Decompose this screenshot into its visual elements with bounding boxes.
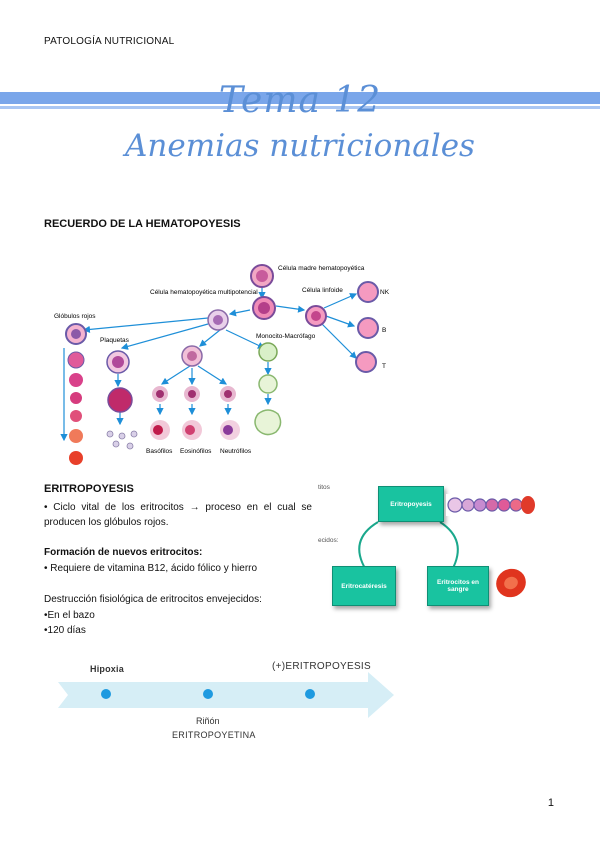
title-band <box>0 92 600 104</box>
label-stem-cell: Célula madre hematopoyética <box>278 265 365 272</box>
timeline-label-hipoxia: Hipoxia <box>90 664 124 674</box>
page-number: 1 <box>547 797 554 809</box>
running-header: PATOLOGÍA NUTRICIONAL <box>44 36 175 47</box>
eritropoyesis-heading: ERITROPOYESIS <box>44 483 134 495</box>
cell-strip-image <box>446 494 536 516</box>
page-subtitle: Anemias nutricionales <box>125 128 475 164</box>
label-eosinophils: Eosinófilos <box>180 448 212 455</box>
timeline-arrow <box>58 672 394 718</box>
eritropoyesis-definition: • Ciclo vital de los eritrocitos → proce… <box>44 502 312 528</box>
title-band-thin <box>0 106 600 109</box>
box-eritrocateresis-label: Eritrocatéresis <box>341 582 387 590</box>
box-eritropoyesis: Eritropoyesis <box>378 486 444 522</box>
timeline-label-eritropoyesis: (+)ERITROPOYESIS <box>272 661 371 672</box>
box-eritrocitos-sangre: Eritrocitos en sangre <box>427 566 489 606</box>
box-eritrocitos-sangre-label: Eritrocitos en sangre <box>437 579 479 593</box>
cycle-cut-label-mid: ecidos: <box>318 537 339 544</box>
timeline-dot-3 <box>305 689 315 699</box>
timeline-label-rinon: Riñón <box>196 716 220 726</box>
timeline-dot-2 <box>203 689 213 699</box>
formation-heading: Formación de nuevos eritrocitos: <box>44 547 203 558</box>
label-nk: NK <box>380 289 390 296</box>
formation-item: • Requiere de vitamina B12, ácido fólico… <box>44 563 258 574</box>
cycle-cut-label-top: titos <box>318 484 330 491</box>
destruction-item-1: •En el bazo <box>44 610 95 621</box>
label-b: B <box>382 327 386 334</box>
cycle-connector <box>358 521 459 571</box>
label-lymphoid: Célula linfoide <box>302 287 343 294</box>
hematopoyesis-diagram: Célula madre hematopoyética Célula hemat… <box>54 264 390 465</box>
timeline-label-eritropoyetina: ERITROPOYETINA <box>172 730 256 740</box>
destruction-item-2: •120 días <box>44 625 86 636</box>
red-blood-cell-image <box>496 568 526 598</box>
label-platelets: Plaquetas <box>100 337 130 344</box>
label-t: T <box>382 363 386 370</box>
destruction-heading: Destrucción fisiológica de eritrocitos e… <box>44 594 262 605</box>
page-title: Tema 12 <box>218 80 382 121</box>
timeline-dot-1 <box>101 689 111 699</box>
label-red-cells: Glóbulos rojos <box>54 313 96 320</box>
box-eritrocateresis: Eritrocatéresis <box>332 566 396 606</box>
hematopoyesis-heading: RECUERDO DE LA HEMATOPOYESIS <box>44 218 241 230</box>
box-eritropoyesis-label: Eritropoyesis <box>390 500 432 508</box>
label-multipotent: Célula hematopoyética multipotencial <box>150 289 258 296</box>
label-monocyte: Monocito-Macrófago <box>256 333 316 340</box>
label-neutrophils: Neutrófilos <box>220 448 252 455</box>
label-basophils: Basófilos <box>146 448 173 455</box>
